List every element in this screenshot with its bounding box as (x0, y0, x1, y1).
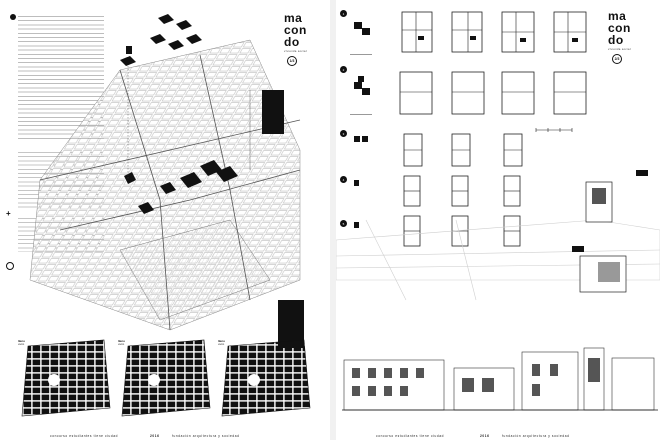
plus-icon: + (6, 209, 11, 218)
street-elevation (342, 347, 658, 411)
street-line (199, 54, 251, 301)
step-thumbnails (350, 22, 372, 228)
floor-plan-grid (399, 11, 587, 247)
logo-subtitle: vivienda social (608, 48, 631, 51)
project-buildings (124, 160, 238, 214)
board-sheet-2: 1 2 3 4 5 (336, 0, 660, 440)
scale-bar (535, 128, 573, 132)
step-badge-icon: 1 (340, 10, 347, 17)
step-badge-icon: 2 (340, 66, 347, 73)
footer-right: fundación arquitectura y sociedad (502, 434, 570, 438)
board-sheet-1: + (6, 11, 311, 438)
figure-ground-plan-2 (121, 339, 211, 417)
step-badge-icon: 3 (340, 130, 347, 137)
info-callout-bottom-right (278, 300, 304, 348)
info-callout-right (262, 90, 284, 134)
page-badge: 1/3 (287, 56, 297, 66)
footer-left: concurso estudiantes tiene ciudad (376, 434, 444, 438)
board-divider (330, 0, 336, 440)
street-line (59, 169, 301, 231)
figure-ground-plans (21, 339, 311, 417)
street-perspective (336, 170, 660, 301)
exploded-volumes (120, 14, 202, 66)
footer-left: concurso estudiantes tiene ciudad (50, 434, 118, 438)
street-line (39, 119, 301, 181)
figure-ground-plan-3 (221, 339, 311, 417)
project-logo: ma con do (608, 9, 631, 47)
step-badge-icon: 5 (340, 220, 347, 227)
footer-year: 2016 (150, 434, 160, 438)
figure-ground-plan-1 (21, 339, 111, 417)
footer-year: 2016 (480, 434, 490, 438)
street-line (119, 69, 171, 331)
compass-icon (6, 262, 14, 270)
step-badge-icon: 4 (340, 176, 347, 183)
isometric-city-axonometric (29, 14, 301, 331)
plaza-area (119, 219, 271, 321)
footer-right: fundación arquitectura y sociedad (172, 434, 240, 438)
logo-subtitle: vivienda social (284, 50, 307, 53)
project-logo: ma con do (284, 11, 307, 49)
page-badge: 2/3 (612, 54, 622, 64)
intro-badge (10, 14, 16, 20)
